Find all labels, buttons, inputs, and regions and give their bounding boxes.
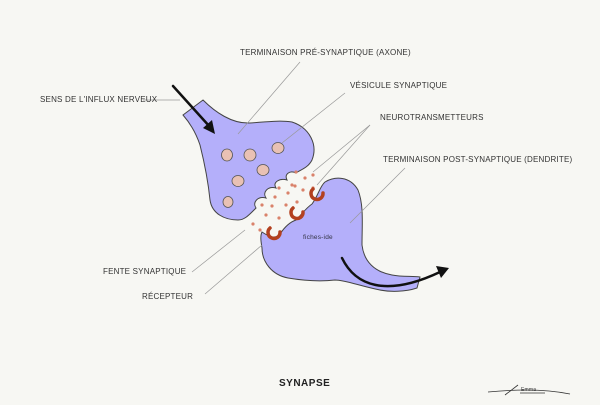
synaptic-vesicles [221,142,285,208]
label-direction: SENS DE L'INFLUX NERVEUX [40,95,158,104]
label-presynaptic: TERMINAISON PRÉ-SYNAPTIQUE (AXONE) [240,48,411,57]
neurotransmitters [251,170,315,232]
receptors [266,187,325,241]
label-cleft: FENTE SYNAPTIQUE [103,267,187,276]
signature [487,384,571,396]
signature-text: Emma [521,387,537,393]
label-vesicle: VÉSICULE SYNAPTIQUE [350,81,448,90]
diagram-title: SYNAPSE [279,378,331,389]
impulse-arrows [171,84,442,288]
leader-lines [143,61,406,295]
label-receptor: RÉCEPTEUR [142,292,194,301]
watermark: fiches-ide [303,234,333,241]
arrow-head-out [436,266,449,278]
arrow-head-in [203,120,215,134]
label-postsynaptic: TERMINAISON POST-SYNAPTIQUE (DENDRITE) [383,155,573,164]
label-neurotransmitters: NEUROTRANSMETTEURS [380,113,484,122]
postsynaptic-terminal [260,177,421,292]
